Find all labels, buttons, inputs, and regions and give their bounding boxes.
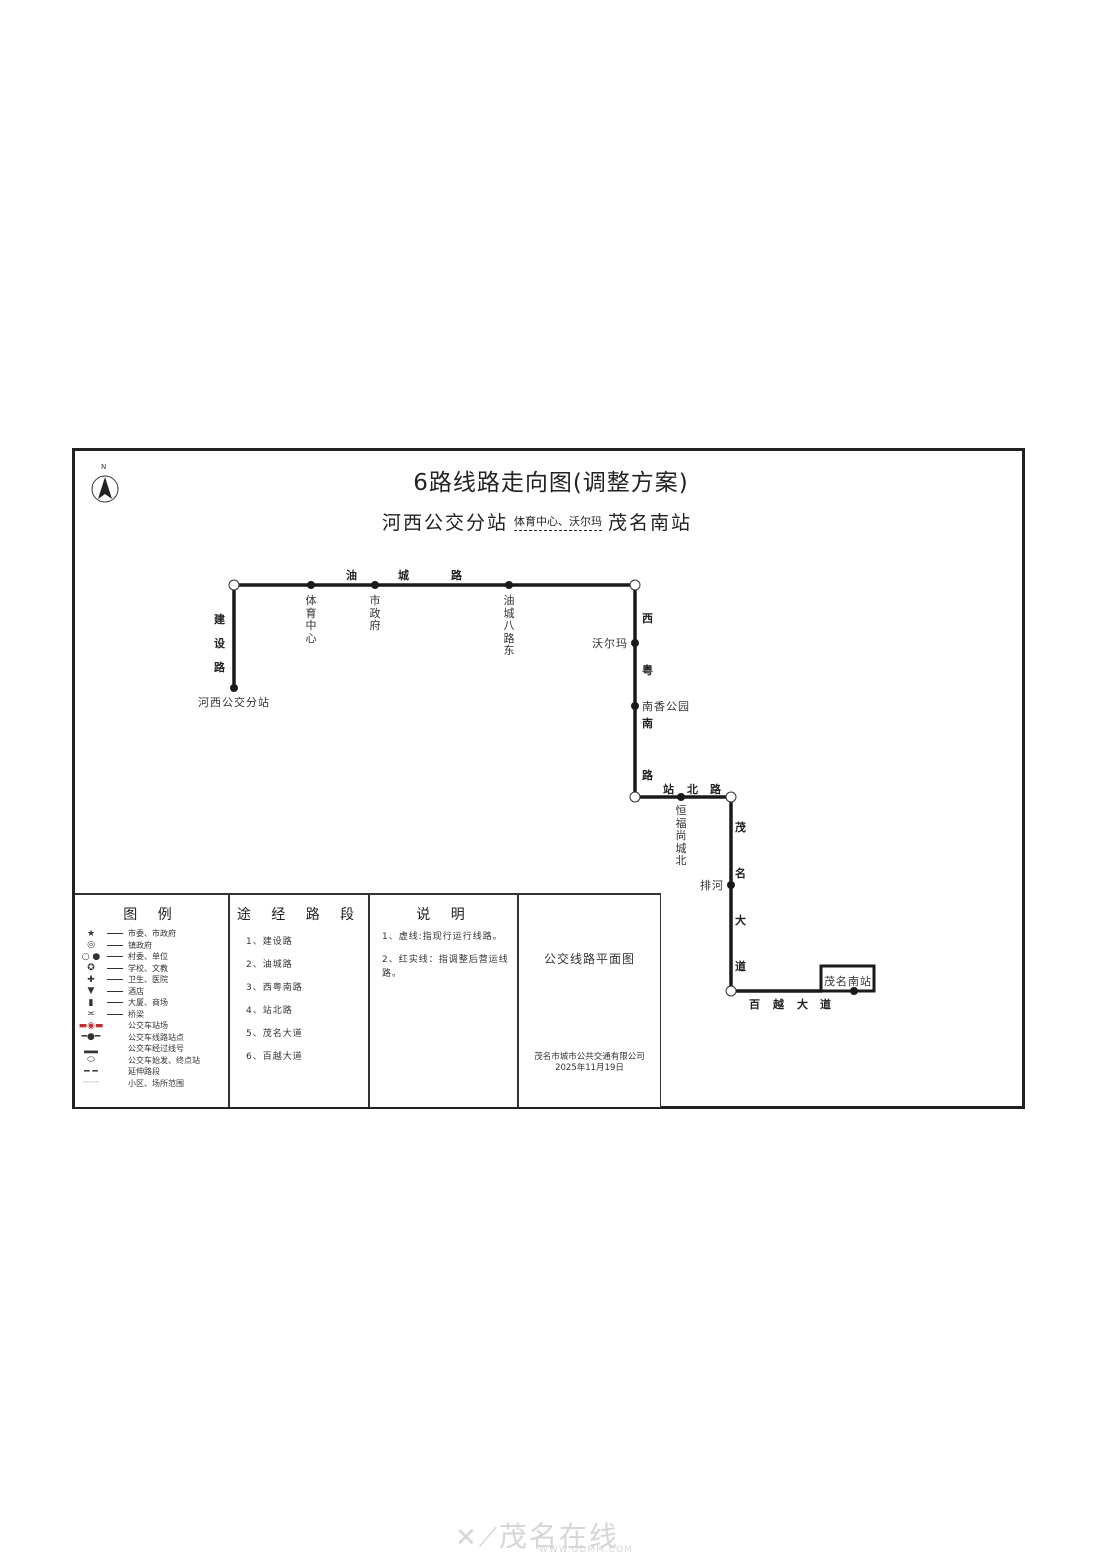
issue-date: 2025年11月19日 <box>555 1063 624 1073</box>
road-label-youcheng-3: 路 <box>451 569 462 582</box>
route-sections-title: 途 经 路 段 <box>236 907 363 923</box>
bus-stop-icon: ━●━ <box>81 1032 101 1043</box>
road-label-jianshe-3: 路 <box>214 661 225 674</box>
stop-label: 排河 <box>700 879 724 892</box>
route-section-item: 5、茂名大道 <box>246 1029 303 1039</box>
stop-label: 体育中心 <box>305 594 317 645</box>
watermark-url: WWW.GDMM.COM <box>539 1545 633 1555</box>
route-section-item: 4、站北路 <box>246 1006 293 1016</box>
company-name: 茂名市城市公共交通有限公司 <box>534 1052 645 1062</box>
legend-item: ★市委、市政府 <box>75 928 228 940</box>
road-label-baiyue-2: 越 <box>773 998 784 1011</box>
page-title: 6路线路走向图(调整方案) <box>413 470 689 496</box>
mall-icon: ▮ <box>88 997 94 1008</box>
route-via: 体育中心、沃尔玛 <box>514 515 603 528</box>
road-label-baiyue-3: 大 <box>797 998 808 1011</box>
route-from: 河西公交分站 <box>382 512 509 534</box>
legend-item: ┄┄┄小区、场所范围 <box>75 1078 228 1090</box>
legend-item: ◎镇政府 <box>75 940 228 952</box>
bus-depot-icon: ▬◉▬ <box>78 1020 104 1031</box>
road-label-maoming-1: 茂 <box>735 821 746 834</box>
notes-title: 说 明 <box>416 907 473 923</box>
road-label-maoming-3: 大 <box>735 914 746 927</box>
note-item: 2、红实线：指调整后营运线路。 <box>382 955 509 979</box>
school-icon: ✪ <box>87 963 95 974</box>
road-label-xiyue-3: 南 <box>642 717 653 730</box>
stop-label: 茂名南站 <box>824 975 872 988</box>
road-label-maoming-2: 名 <box>735 867 746 880</box>
road-label-zhanbei-1: 站 <box>663 783 674 796</box>
legend-item: ✪学校、文教 <box>75 963 228 975</box>
legend-item: ○ ●村委、单位 <box>75 951 228 963</box>
north-arrow-icon <box>91 475 119 503</box>
route-section-item: 2、油城路 <box>246 960 293 970</box>
route-section-item: 3、西粤南路 <box>246 983 303 993</box>
legend-title: 图 例 <box>123 907 180 923</box>
bridge-icon: ≍ <box>87 1009 95 1020</box>
road-label-baiyue-1: 百 <box>749 998 760 1011</box>
legend-item: ≍桥梁 <box>75 1009 228 1021</box>
notes-panel: 说 明 1、虚线:指现行运行线路。 2、红实线：指调整后营运线路。 <box>368 893 519 1107</box>
legend-item: ▬◉▬公交车站场 <box>75 1020 228 1032</box>
legend-item: ▂▂公交车经过线号 <box>75 1043 228 1055</box>
plan-title: 公交线路平面图 <box>543 952 635 966</box>
extension-icon: ━ ━ <box>84 1066 98 1077</box>
area-boundary-icon: ┄┄┄ <box>82 1078 100 1089</box>
company-info: 茂名市城市公共交通有限公司 2025年11月19日 <box>519 1052 660 1074</box>
route-to: 茂名南站 <box>608 512 693 534</box>
hotel-icon: ▼ <box>87 986 95 997</box>
legend-item: ━ ━延伸路段 <box>75 1066 228 1078</box>
road-label-jianshe-2: 设 <box>214 637 225 650</box>
info-panel: 公交线路平面图 茂名市城市公共交通有限公司 2025年11月19日 <box>517 893 660 1107</box>
legend-item: ✚卫生、医院 <box>75 974 228 986</box>
watermark-text: 茂名在线 <box>499 1520 620 1553</box>
route-section-item: 6、百越大道 <box>246 1052 303 1062</box>
road-label-xiyue-4: 路 <box>642 769 653 782</box>
town-gov-icon: ◎ <box>87 940 95 951</box>
stop-label: 河西公交分站 <box>198 696 270 709</box>
road-label-jianshe-1: 建 <box>214 613 225 626</box>
road-label-youcheng-1: 油 <box>346 569 357 582</box>
legend-item: ▮大厦、商场 <box>75 997 228 1009</box>
terminal-icon: ⬭ <box>87 1055 95 1066</box>
note-item: 1、虚线:指现行运行线路。 <box>382 932 503 942</box>
legend-item: ━●━公交车线路站点 <box>75 1032 228 1044</box>
legend-item: ▼酒店 <box>75 986 228 998</box>
stop-label: 油城八路东 <box>503 594 515 657</box>
road-label-baiyue-4: 道 <box>820 998 831 1011</box>
road-label-zhanbei-2: 北 <box>687 783 698 796</box>
stop-label: 沃尔玛 <box>592 637 628 650</box>
village-icon: ○ ● <box>81 951 101 962</box>
road-label-zhanbei-3: 路 <box>710 783 721 796</box>
hospital-icon: ✚ <box>87 974 95 985</box>
road-label-xiyue-1: 西 <box>642 612 653 625</box>
route-section-item: 1、建设路 <box>246 937 293 947</box>
road-label-youcheng-2: 城 <box>398 569 409 582</box>
star-icon: ★ <box>86 928 96 939</box>
route-summary: 河西公交分站体育中心、沃尔玛茂名南站 <box>382 508 692 535</box>
legend-item: ⬭公交车始发、终点站 <box>75 1055 228 1067</box>
bus-route-number-icon: ▂▂ <box>84 1043 98 1054</box>
compass-label: N <box>101 463 107 471</box>
watermark: ✕⟋茂名在线 WWW.GDMM.COM <box>455 1520 633 1555</box>
stop-label: 恒福尚城北 <box>675 804 687 867</box>
road-label-xiyue-2: 粤 <box>642 664 653 677</box>
legend-panel: 图 例 ★市委、市政府 ◎镇政府 ○ ●村委、单位 ✪学校、文教 ✚卫生、医院 … <box>75 893 228 1107</box>
route-sections-panel: 途 经 路 段 1、建设路 2、油城路 3、西粤南路 4、站北路 5、茂名大道 … <box>228 893 369 1107</box>
stop-label: 市政府 <box>369 594 381 632</box>
road-label-maoming-4: 道 <box>735 960 746 973</box>
stop-label: 南香公园 <box>642 700 690 713</box>
